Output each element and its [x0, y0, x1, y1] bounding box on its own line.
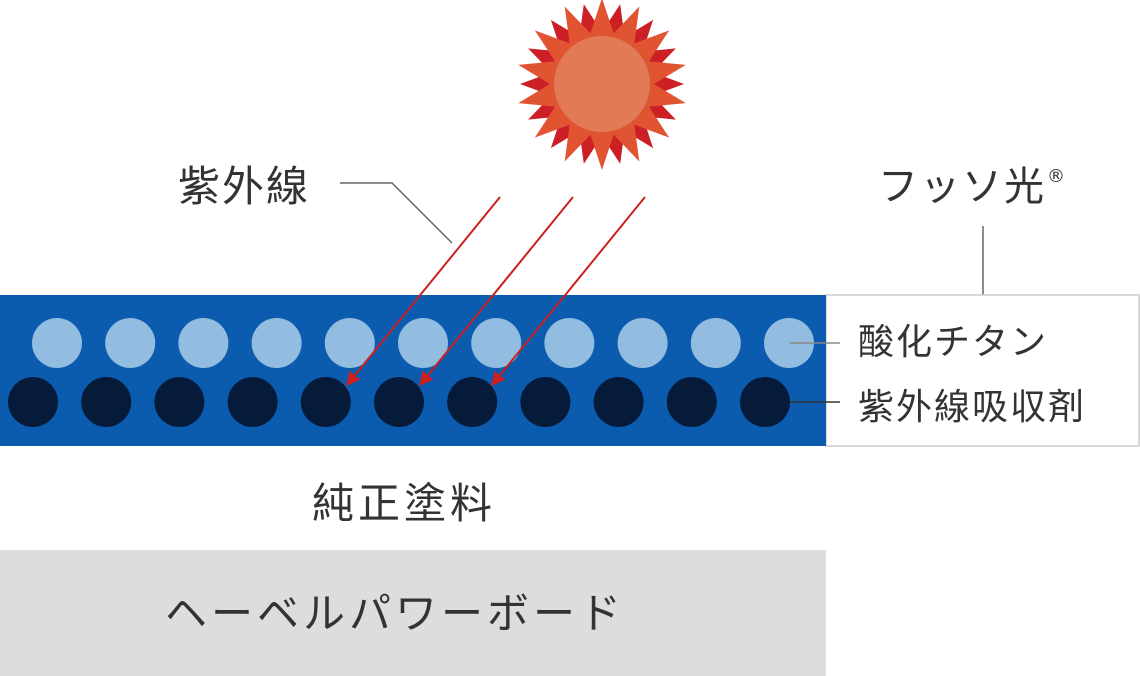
uv-leader-line	[340, 182, 453, 244]
absorber-particle	[154, 377, 205, 427]
titanium-particle	[764, 318, 814, 368]
titanium-oxide-particles	[32, 318, 814, 368]
sun-icon	[518, 0, 686, 170]
absorber-particle	[447, 377, 498, 427]
absorber-particle	[740, 377, 790, 427]
absorber-particle	[8, 377, 58, 427]
absorber-particle	[227, 377, 278, 427]
titanium-particle	[32, 318, 82, 368]
titanium-oxide-label: 酸化チタン	[858, 322, 1049, 363]
uv-absorber-label: 紫外線吸収剤	[858, 387, 1087, 428]
absorber-particle	[593, 377, 644, 427]
titanium-particle	[105, 318, 156, 368]
titanium-particle	[178, 318, 229, 368]
uv-absorber-particles	[8, 377, 790, 427]
uv-label: 紫外線	[178, 162, 311, 211]
absorber-particle	[300, 377, 351, 427]
hebel-power-board-layer	[0, 550, 826, 676]
registered-mark: ®	[1047, 166, 1067, 187]
titanium-particle	[471, 318, 522, 368]
titanium-particle	[251, 318, 302, 368]
uv-arrow	[346, 196, 501, 387]
fusso-label: フッソ光®	[878, 167, 1067, 207]
titanium-particle	[324, 318, 375, 368]
titanium-particle	[690, 318, 741, 368]
genuine-paint-label: 純正塗料	[312, 479, 497, 528]
absorber-particle	[81, 377, 132, 427]
absorber-particle	[520, 377, 571, 427]
titanium-particle	[617, 318, 668, 368]
fusso-label-text: フッソ光	[878, 164, 1046, 210]
absorber-particle	[666, 377, 717, 427]
absorber-particle	[374, 377, 424, 427]
sun-core	[554, 36, 650, 132]
uv-arrow	[419, 196, 574, 387]
hebel-power-board-label: ヘーベルパワーボード	[165, 589, 626, 638]
titanium-particle	[398, 318, 448, 368]
uv-arrow	[491, 196, 646, 387]
titanium-particle	[544, 318, 595, 368]
